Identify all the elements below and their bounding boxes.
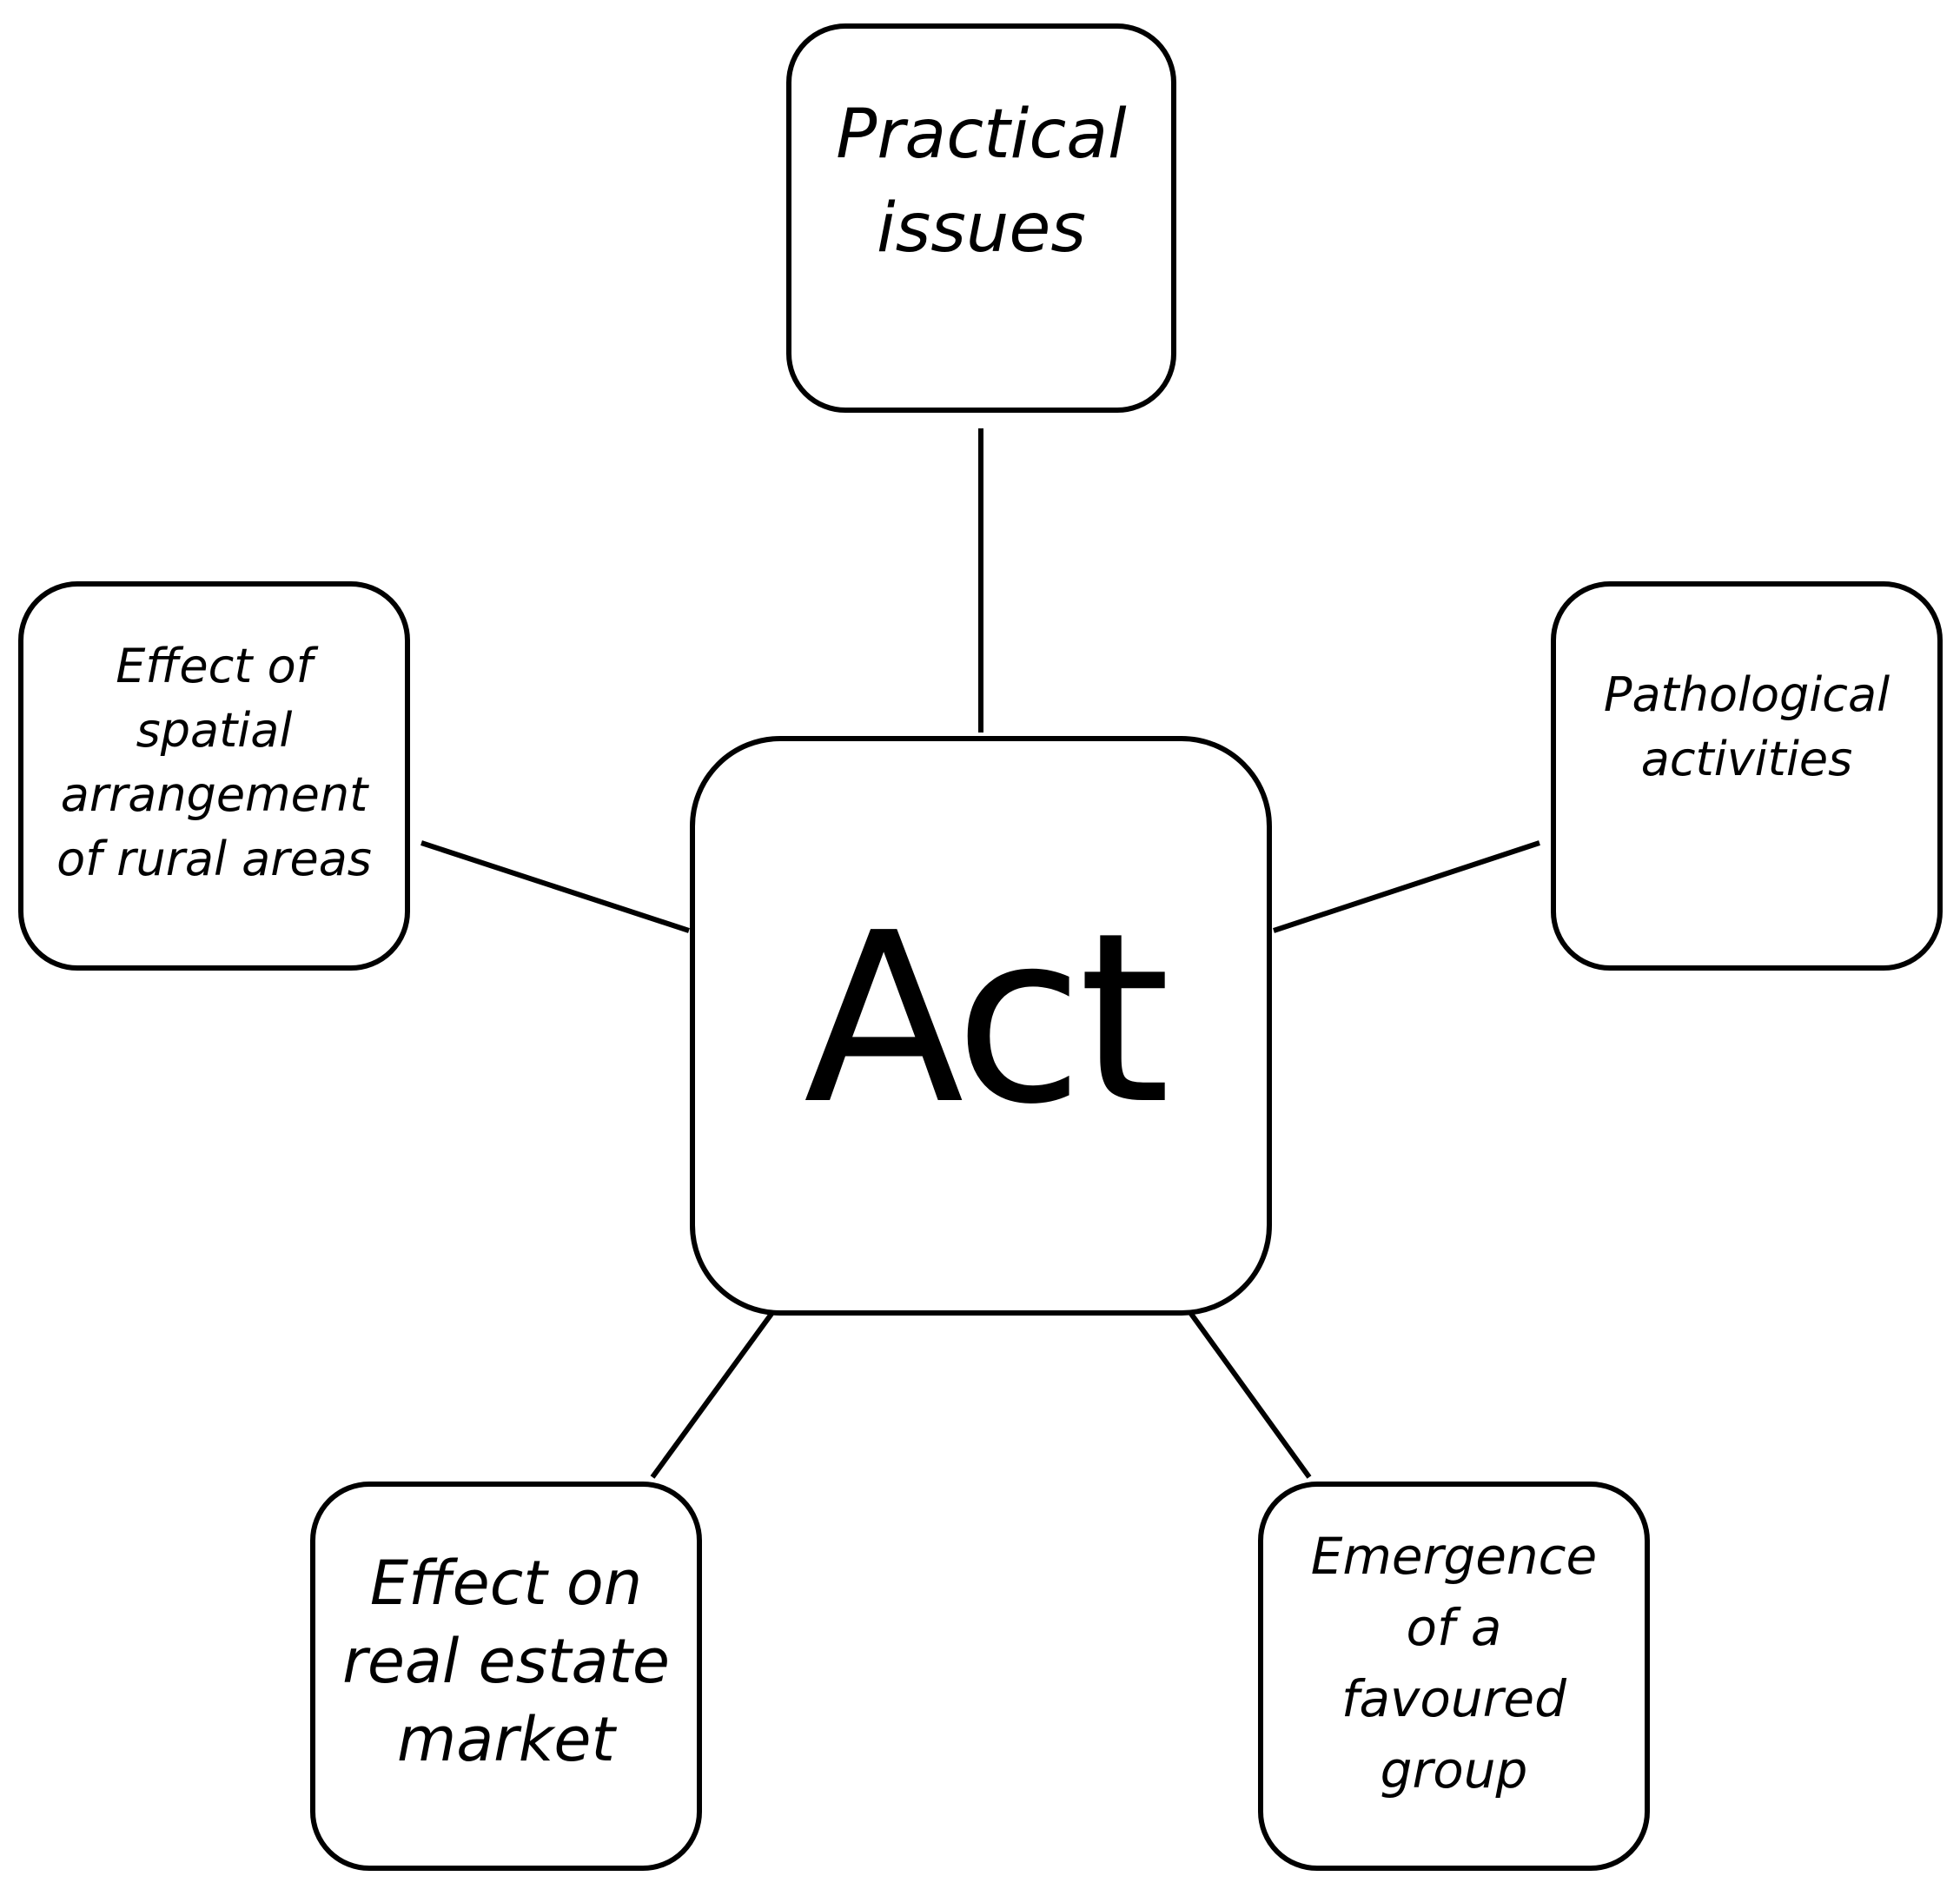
node-real-estate-market-label: Effect on real estate market — [342, 1548, 670, 1775]
connector-bottom-right — [1189, 1312, 1312, 1479]
center-node-label: Act — [803, 881, 1170, 1156]
node-pathological-activities-label: Pathological activities — [1603, 667, 1890, 786]
center-node-act: Act — [690, 736, 1272, 1316]
node-favoured-group-label: Emergence of a favoured group — [1310, 1527, 1598, 1800]
connector-bottom-left — [650, 1312, 774, 1479]
node-practical-issues: Practical issues — [786, 23, 1176, 413]
connector-right — [1273, 840, 1540, 933]
node-spatial-arrangement: Effect of spatial arrangement of rural a… — [18, 581, 410, 971]
node-practical-issues-label: Practical issues — [836, 95, 1127, 268]
node-pathological-activities: Pathological activities — [1551, 581, 1943, 971]
node-spatial-arrangement-label: Effect of spatial arrangement of rural a… — [56, 639, 372, 886]
node-favoured-group: Emergence of a favoured group — [1258, 1482, 1650, 1871]
connector-left — [420, 840, 690, 933]
node-real-estate-market: Effect on real estate market — [310, 1482, 702, 1871]
